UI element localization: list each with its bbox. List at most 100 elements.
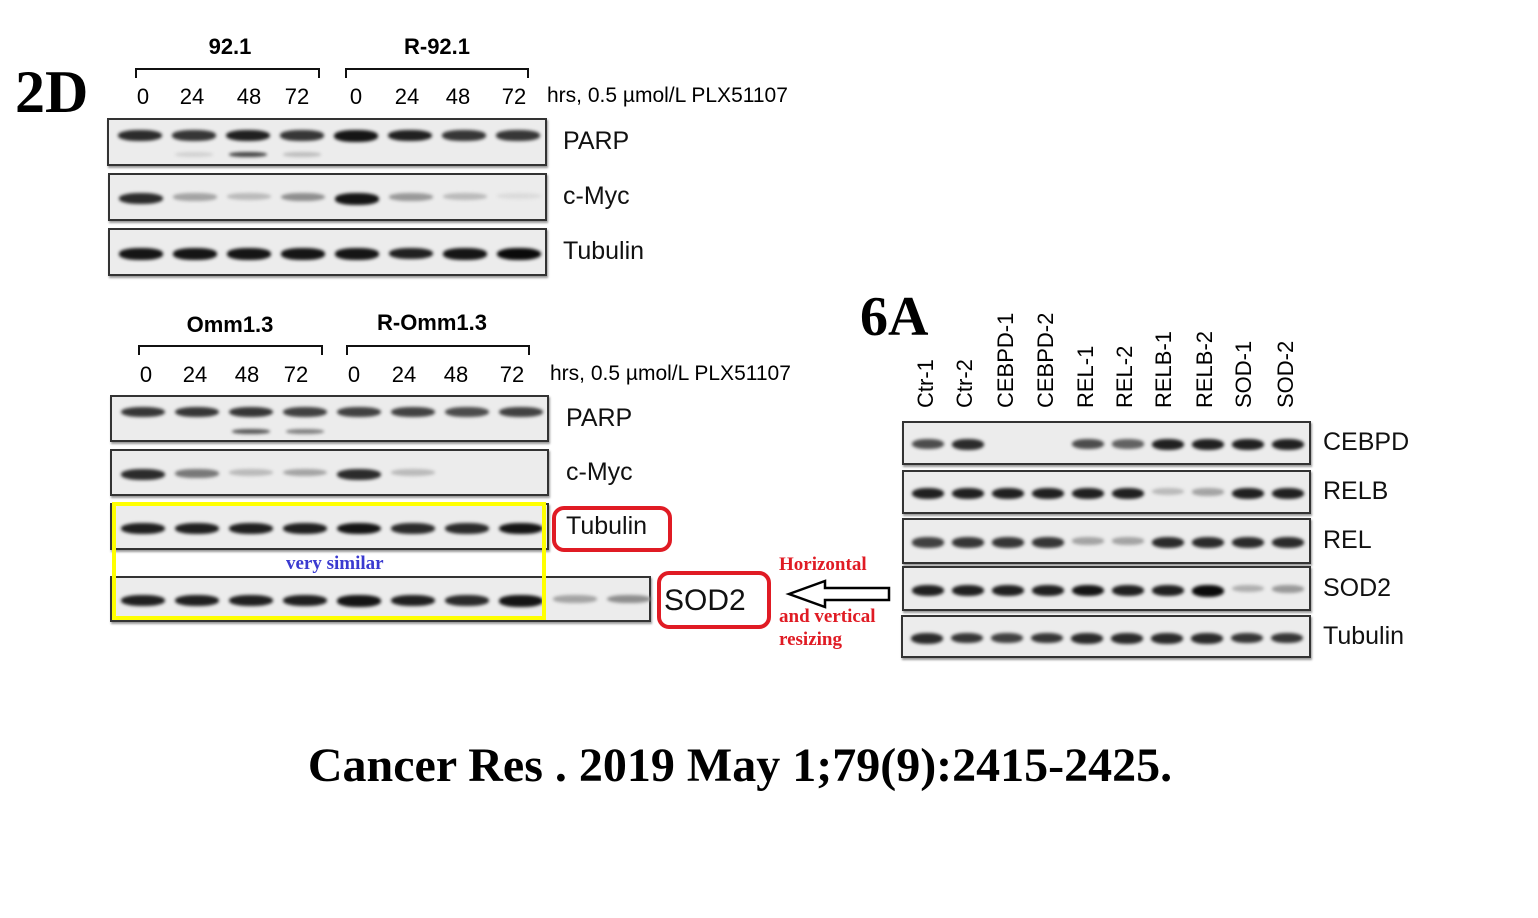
band bbox=[499, 595, 543, 607]
band bbox=[1232, 439, 1264, 451]
band bbox=[1192, 488, 1224, 496]
band bbox=[1232, 488, 1264, 500]
group-label: R-92.1 bbox=[403, 34, 471, 59]
blot-parp bbox=[107, 118, 547, 166]
lane-label: 0 bbox=[136, 84, 150, 109]
band bbox=[173, 193, 217, 201]
lane-label: CEBPD-2 bbox=[1033, 312, 1058, 408]
lane-label: 0 bbox=[349, 84, 363, 109]
band bbox=[335, 193, 379, 205]
lane-label: 48 bbox=[236, 84, 262, 109]
panel-label-6a: 6A bbox=[860, 286, 929, 348]
band bbox=[389, 193, 433, 202]
band bbox=[283, 468, 327, 477]
similarity-box bbox=[112, 502, 546, 620]
band bbox=[951, 632, 983, 644]
group-bracket bbox=[135, 68, 320, 78]
band bbox=[226, 130, 270, 142]
band bbox=[1112, 439, 1144, 449]
group-bracket bbox=[138, 345, 323, 355]
band bbox=[912, 584, 944, 596]
band bbox=[1071, 632, 1103, 644]
band bbox=[281, 193, 325, 202]
lane-label: RELB-1 bbox=[1151, 330, 1176, 408]
lane-label: 24 bbox=[179, 84, 205, 109]
band bbox=[443, 193, 487, 201]
band bbox=[1192, 439, 1224, 451]
band bbox=[391, 406, 435, 417]
band bbox=[1112, 584, 1144, 596]
band bbox=[1112, 537, 1144, 545]
blot-cebpd bbox=[902, 421, 1311, 465]
blot-sod2 bbox=[110, 576, 651, 622]
band bbox=[1272, 439, 1304, 451]
lane-label: CEBPD-1 bbox=[993, 312, 1018, 408]
band bbox=[1272, 488, 1304, 500]
band bbox=[445, 406, 489, 417]
lane-label: SOD-1 bbox=[1231, 340, 1256, 408]
band bbox=[992, 488, 1024, 500]
band bbox=[991, 632, 1023, 643]
band bbox=[1032, 537, 1064, 548]
lane-label: 72 bbox=[501, 84, 527, 109]
band bbox=[992, 584, 1024, 596]
band bbox=[283, 595, 327, 607]
band bbox=[286, 428, 324, 434]
band bbox=[337, 468, 381, 480]
band bbox=[1032, 488, 1064, 500]
band bbox=[280, 130, 324, 141]
band bbox=[1232, 537, 1264, 549]
lane-label: 24 bbox=[394, 84, 420, 109]
band bbox=[499, 406, 543, 417]
band bbox=[952, 537, 984, 548]
band bbox=[1272, 537, 1304, 549]
band bbox=[175, 522, 219, 534]
lane-label: 72 bbox=[499, 362, 525, 387]
band bbox=[1112, 488, 1144, 500]
lane-label: 0 bbox=[139, 362, 153, 387]
blot-label: Tubulin bbox=[563, 237, 645, 265]
blot-label: CEBPD bbox=[1323, 428, 1410, 456]
band bbox=[442, 130, 486, 141]
band bbox=[119, 193, 163, 205]
band bbox=[121, 522, 165, 534]
band bbox=[175, 468, 219, 478]
band bbox=[952, 488, 984, 500]
blot-rel bbox=[902, 518, 1311, 564]
band bbox=[232, 428, 270, 434]
arrow-left-icon bbox=[785, 579, 891, 609]
band bbox=[1151, 632, 1183, 644]
band bbox=[1111, 632, 1143, 644]
band bbox=[912, 488, 944, 500]
band bbox=[281, 248, 325, 260]
group-label: R-Omm1.3 bbox=[376, 310, 488, 335]
band bbox=[118, 130, 162, 142]
band bbox=[388, 130, 432, 142]
band bbox=[334, 130, 378, 142]
lane-label: 48 bbox=[234, 362, 260, 387]
blot-label: c-Myc bbox=[566, 457, 633, 486]
blot-label: c-Myc bbox=[563, 182, 630, 210]
band bbox=[1152, 584, 1184, 596]
band bbox=[175, 595, 219, 607]
band bbox=[992, 537, 1024, 548]
tubulin-highlight-box bbox=[552, 506, 672, 552]
band bbox=[283, 152, 321, 157]
band bbox=[1032, 584, 1064, 596]
band bbox=[172, 130, 216, 141]
band bbox=[229, 152, 267, 157]
blot-sod2 bbox=[902, 566, 1311, 611]
lane-label: 72 bbox=[284, 84, 310, 109]
band bbox=[496, 130, 540, 141]
band bbox=[912, 537, 944, 548]
band bbox=[229, 406, 273, 418]
blot-label: REL bbox=[1323, 526, 1372, 554]
band bbox=[175, 406, 219, 418]
resize-note: resizing bbox=[779, 629, 842, 650]
band bbox=[121, 406, 165, 418]
resize-note: and vertical bbox=[779, 606, 876, 627]
blot-label: RELB bbox=[1323, 477, 1389, 505]
band bbox=[499, 522, 543, 535]
band bbox=[283, 406, 327, 417]
band bbox=[952, 439, 984, 451]
